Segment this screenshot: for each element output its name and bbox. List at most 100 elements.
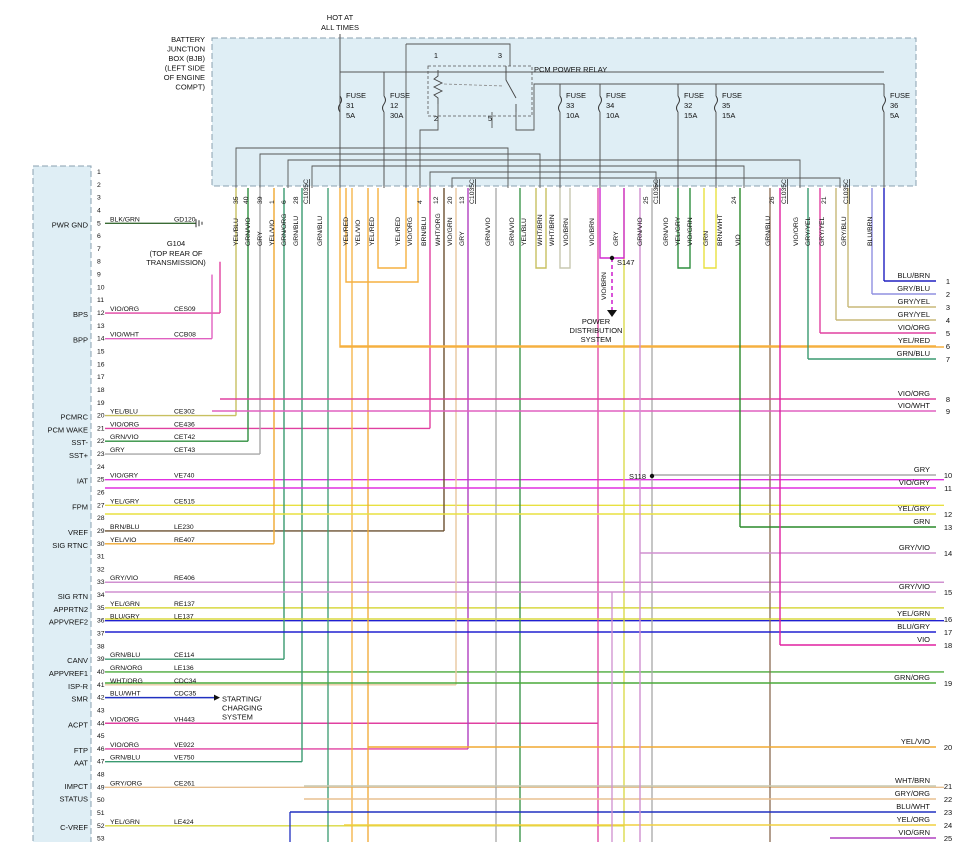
yel-red-loop [377, 188, 407, 269]
pcm-pin-52: 52 [97, 823, 105, 830]
starting-arrow [214, 694, 220, 701]
pin-label-apprtn2: APPRTN2 [54, 605, 88, 614]
bjb-pin-6: 6 [281, 200, 288, 204]
bjb-pin-21: 21 [821, 196, 828, 204]
circuit-color-42: BLU/WHT [110, 691, 141, 698]
circuit-color-27: YEL/GRY [110, 498, 140, 505]
pcm-pin-15: 15 [97, 348, 105, 355]
bjb-pin-40: 40 [243, 196, 250, 204]
pcm-pin-39: 39 [97, 656, 105, 663]
relay-label: PCM POWER RELAY [534, 65, 607, 74]
pin-label-ftp: FTP [74, 746, 88, 755]
bjb-pin-39: 39 [257, 196, 264, 204]
hot-at-label: HOT AT [327, 13, 354, 22]
right-wire-label-6: YEL/RED [898, 336, 931, 345]
all-times-label: ALL TIMES [321, 23, 359, 32]
pcm-pin-18: 18 [97, 387, 105, 394]
right-wire-label-9: VIO/WHT [898, 401, 930, 410]
wire-label-grn-vio: GRN/VIO [663, 217, 670, 246]
pcm-pin-29: 29 [97, 528, 105, 535]
pin-label-bpp: BPP [73, 336, 88, 345]
right-wire-label-23: BLU/WHT [896, 802, 930, 811]
splice-s118 [649, 473, 655, 479]
wire-label-yel-red: YEL/RED [369, 217, 376, 246]
wire-label-vio: VIO [735, 234, 742, 246]
circuit-code-52: LE424 [174, 819, 194, 826]
fuse-name: FUSE [566, 91, 586, 100]
right-wire-label-11: VIO/GRY [899, 478, 930, 487]
battery-junction-box [211, 37, 917, 187]
circuit-code-40: LE136 [174, 665, 194, 672]
pcm-pin-36: 36 [97, 618, 105, 625]
circuit-color-36: BLU/GRY [110, 614, 140, 621]
circuit-color-5: BLK/GRN [110, 216, 140, 223]
right-wire-label-3: GRY/YEL [898, 297, 930, 306]
circuit-code-33: RE406 [174, 575, 195, 582]
pin-label-vref: VREF [68, 528, 88, 537]
circuit-color-29: BRN/BLU [110, 524, 140, 531]
pcm-pin-31: 31 [97, 554, 105, 561]
right-wire-label-2: GRY/BLU [897, 284, 930, 293]
wht-brn-loop [559, 188, 571, 269]
right-wire-label-12: YEL/GRY [898, 504, 930, 513]
circuit-code-30: RE407 [174, 537, 195, 544]
right-wire-num-18: 18 [944, 641, 952, 650]
right-wire-label-20: YEL/VIO [901, 737, 930, 746]
right-wire-label-17: BLU/GRY [897, 622, 930, 631]
fuse-symbol [338, 95, 342, 113]
right-wire-num-7: 7 [946, 355, 950, 364]
right-wire-num-11: 11 [944, 484, 952, 493]
wire-label-gry-blu: GRY/BLU [841, 216, 848, 246]
circuit-code-44: VH443 [174, 716, 195, 723]
wire-label-gry: GRY [613, 231, 620, 246]
circuit-color-47: GRN/BLU [110, 755, 140, 762]
right-wire-num-14: 14 [944, 549, 952, 558]
pcm-pin-11: 11 [97, 297, 104, 304]
relay-pin-5: 5 [488, 114, 492, 123]
bjb-pin-28: 28 [293, 196, 300, 204]
ground-note-2: TRANSMISSION) [146, 258, 206, 267]
bjb-label: (LEFT SIDE [165, 64, 205, 73]
power-distribution-label: DISTRIBUTION [570, 326, 623, 335]
pcm-pin-35: 35 [97, 605, 105, 612]
circuit-color-21: VIO/ORG [110, 421, 139, 428]
pcm-pin-28: 28 [97, 515, 105, 522]
right-wire-num-12: 12 [944, 510, 952, 519]
right-wire-label-18: VIO [917, 635, 930, 644]
pcm-pin-7: 7 [97, 246, 101, 253]
wire-label-grn-blu: GRN/BLU [293, 216, 300, 246]
circuit-color-41: WHT/ORG [110, 678, 143, 685]
starting-system-label: STARTING/ [222, 695, 262, 704]
right-wire-label-13: GRN [913, 517, 930, 526]
wire-6 [339, 188, 944, 348]
pcm-pin-30: 30 [97, 541, 105, 548]
bjb-pin-4: 4 [417, 200, 424, 204]
yel-blu-loop [535, 188, 547, 269]
bjb-pin-C1035C: C1035C [781, 179, 788, 204]
relay-pin-3: 3 [498, 51, 502, 60]
fuse-number: 33 [566, 101, 574, 110]
pin-label-aat: AAT [74, 759, 88, 768]
pcm-pin-44: 44 [97, 720, 105, 727]
bjb-pin-C1035C: C1035C [469, 179, 476, 204]
circuit-color-14: VIO/WHT [110, 332, 139, 339]
circuit-code-25: VE740 [174, 473, 195, 480]
pcm-pin-20: 20 [97, 413, 105, 420]
circuit-code-35: RE137 [174, 601, 195, 608]
right-wire-num-6: 6 [946, 342, 950, 351]
pcm-pin-26: 26 [97, 490, 105, 497]
bjb-bus [287, 159, 801, 188]
right-wire-num-25: 25 [944, 834, 952, 842]
right-wire-label-25: VIO/GRN [898, 828, 930, 837]
circuit-code-12: CES09 [174, 306, 196, 313]
wire-label-grn-vio: GRN/VIO [485, 217, 492, 246]
bjb-pin-C1035C: C1035C [843, 179, 850, 204]
pin-label-appvref2: APPVREF2 [49, 618, 88, 627]
circuit-color-30: YEL/VIO [110, 537, 136, 544]
splice-s147-label: S147 [617, 258, 635, 267]
relay-out [515, 83, 884, 131]
pcm-pin-2: 2 [97, 182, 101, 189]
fuse-rating: 10A [606, 111, 619, 120]
right-wire-num-19: 19 [944, 679, 952, 688]
wire-label-grn-vio: GRN/VIO [509, 217, 516, 246]
